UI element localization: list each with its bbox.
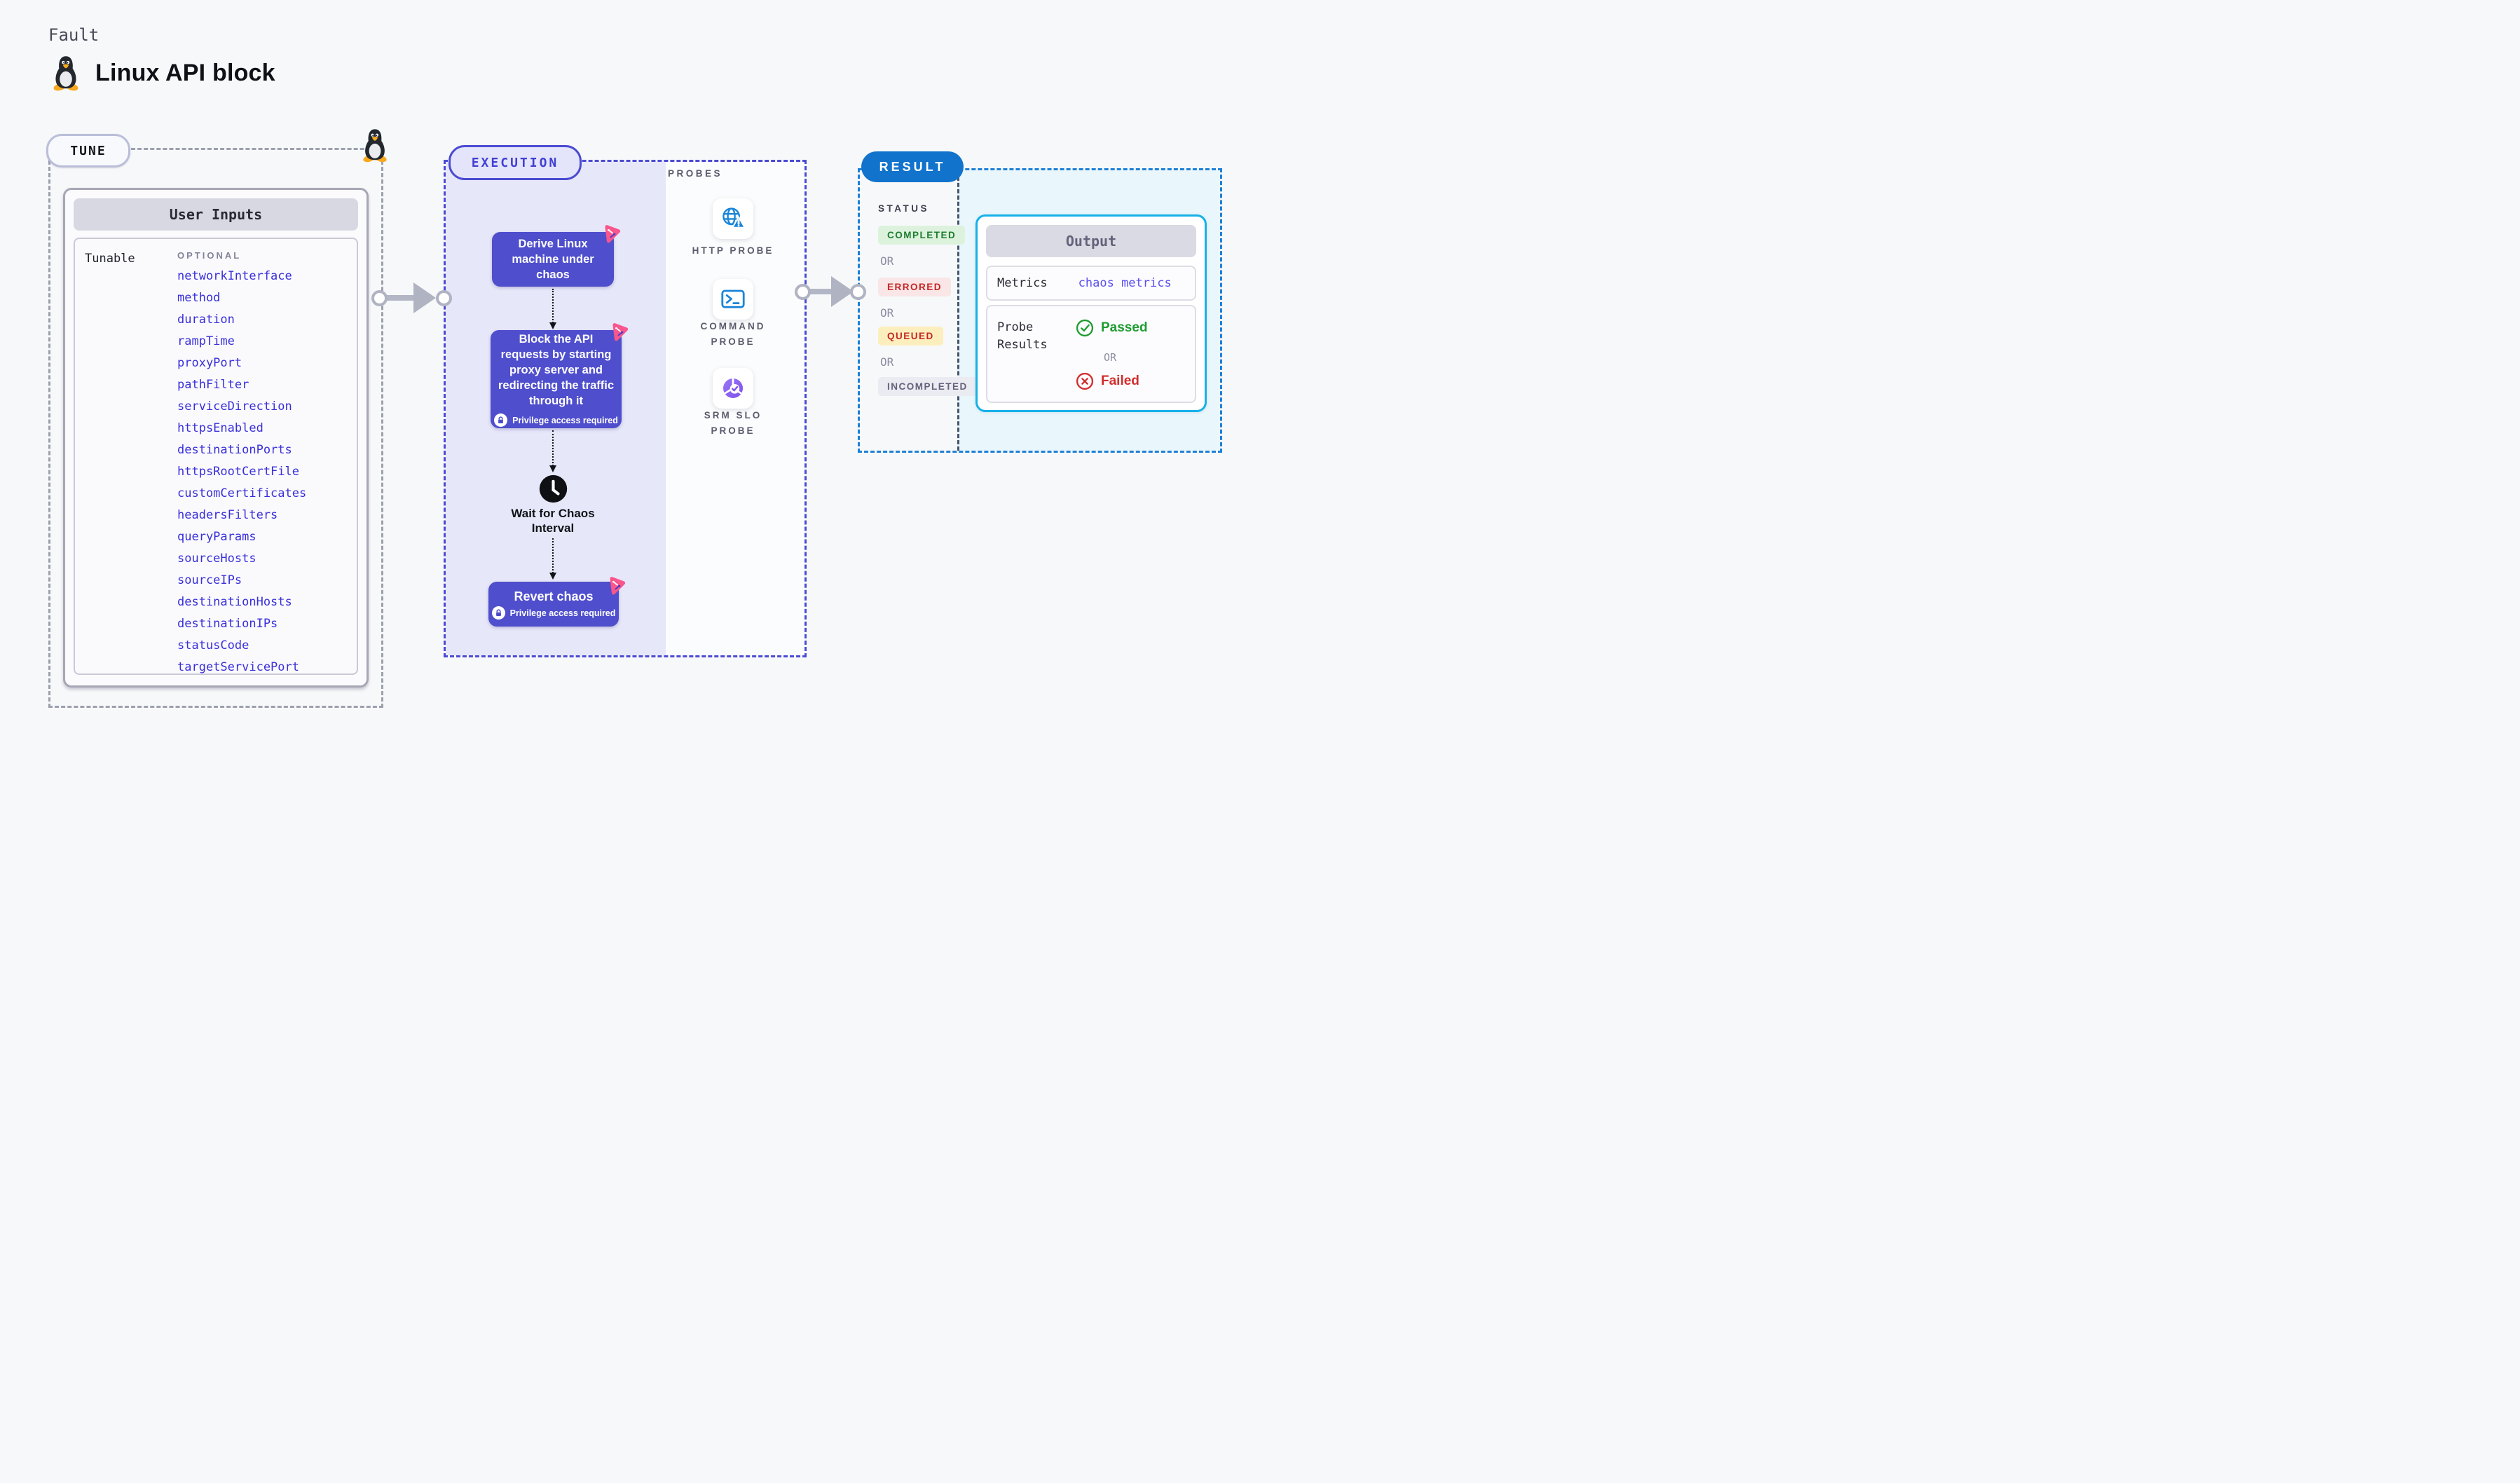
tune-pill: TUNE xyxy=(46,134,130,168)
output-header: Output xyxy=(986,225,1196,257)
param-headersFilters: headersFilters xyxy=(177,508,278,522)
param-sourceIPs: sourceIPs xyxy=(177,573,242,587)
arrowhead-icon xyxy=(831,276,854,307)
privilege-badge: Privilege access required xyxy=(494,414,618,427)
fault-kicker: Fault xyxy=(48,25,100,45)
privilege-label: Privilege access required xyxy=(509,608,616,618)
user-inputs-header: User Inputs xyxy=(74,198,358,231)
or-separator: OR xyxy=(880,254,894,268)
param-proxyPort: proxyPort xyxy=(177,356,242,370)
status-badge-errored: ERRORED xyxy=(878,278,952,296)
status-badge-queued: QUEUED xyxy=(878,327,943,346)
metrics-value: chaos metrics xyxy=(1078,276,1172,290)
flow-connector xyxy=(549,289,556,329)
metrics-label: Metrics xyxy=(997,276,1048,290)
chaos-logo-icon xyxy=(610,577,626,595)
tune-label: TUNE xyxy=(70,143,107,158)
chaos-logo-icon xyxy=(605,225,621,243)
check-circle-icon xyxy=(1076,319,1094,337)
chaos-logo-icon xyxy=(612,323,629,341)
probe-srm-tile xyxy=(713,368,753,409)
arrow-line xyxy=(807,289,835,294)
optional-label: OPTIONAL xyxy=(177,250,242,261)
param-networkInterface: networkInterface xyxy=(177,269,292,283)
param-queryParams: queryParams xyxy=(177,530,256,544)
connector-circle xyxy=(850,284,866,300)
param-statusCode: statusCode xyxy=(177,638,249,652)
arrowhead-icon xyxy=(413,282,436,313)
result-label: RESULT xyxy=(879,159,946,174)
user-inputs-card: User Inputs Tunable OPTIONAL networkInte… xyxy=(63,188,369,688)
passed-label: Passed xyxy=(1101,320,1148,335)
param-targetServicePort: targetServicePort xyxy=(177,660,299,674)
param-customCertificates: customCertificates xyxy=(177,486,307,500)
execution-pill: EXECUTION xyxy=(448,145,582,180)
or-separator: OR xyxy=(1104,351,1117,364)
probes-panel xyxy=(666,162,804,655)
tux-icon-small xyxy=(363,129,387,163)
terminal-icon xyxy=(721,289,745,308)
param-pathFilter: pathFilter xyxy=(177,378,249,392)
probe-command-tile xyxy=(713,279,753,320)
param-serviceDirection: serviceDirection xyxy=(177,399,292,414)
tunable-label: Tunable xyxy=(85,252,135,266)
param-sourceHosts: sourceHosts xyxy=(177,552,256,566)
result-pill: RESULT xyxy=(861,151,964,182)
page-title: Linux API block xyxy=(95,59,275,86)
or-separator: OR xyxy=(880,355,894,369)
param-httpsRootCertFile: httpsRootCertFile xyxy=(177,465,299,479)
param-destinationPorts: destinationPorts xyxy=(177,443,292,457)
probes-label: PROBES xyxy=(668,168,723,179)
probe-http-label: HTTP PROBE xyxy=(692,245,774,256)
status-badge-incompleted: INCOMPLETED xyxy=(878,377,977,396)
param-duration: duration xyxy=(177,313,235,327)
execution-label: EXECUTION xyxy=(471,155,559,170)
step-label: Revert chaos xyxy=(514,589,594,603)
user-inputs-panel: Tunable OPTIONAL networkInterface method… xyxy=(74,238,358,675)
step-revert-chaos: Revert chaos Privilege access required xyxy=(488,577,626,627)
step-label: Block the API requests by starting proxy… xyxy=(498,333,615,407)
failed-label: Failed xyxy=(1101,374,1139,388)
flow-connector xyxy=(549,538,556,580)
param-method: method xyxy=(177,291,221,305)
param-httpsEnabled: httpsEnabled xyxy=(177,421,263,435)
passed-row: Passed xyxy=(1076,319,1148,337)
privilege-label: Privilege access required xyxy=(512,415,618,425)
clock-icon xyxy=(539,474,568,503)
step-label: Derive Linux machine under chaos xyxy=(512,238,594,281)
page-title-row: Linux API block xyxy=(50,55,275,91)
lock-icon xyxy=(494,414,508,427)
privilege-badge: Privilege access required xyxy=(491,606,616,620)
diagram-canvas: Fault Linux API block TUNE User Inputs T… xyxy=(0,0,1260,742)
param-destinationHosts: destinationHosts xyxy=(177,595,292,609)
param-destinationIPs: destinationIPs xyxy=(177,617,278,631)
metrics-row: Metrics chaos metrics xyxy=(986,266,1196,301)
wait-interval-label: Wait for Chaos Interval xyxy=(511,507,595,535)
connector-circle xyxy=(795,284,811,300)
step-derive-machine: Derive Linux machine under chaos xyxy=(492,225,621,287)
step-block-api: Block the API requests by starting proxy… xyxy=(491,323,629,428)
slo-gauge-icon xyxy=(723,377,743,398)
x-circle-icon xyxy=(1076,372,1094,390)
arrow-line xyxy=(384,295,416,301)
lock-icon xyxy=(491,606,505,620)
params-list: networkInterface method duration rampTim… xyxy=(177,266,306,678)
tune-section-border xyxy=(48,148,383,708)
probe-results-label: Probe Results xyxy=(997,320,1048,352)
connector-circle xyxy=(371,290,388,306)
status-badge-completed: COMPLETED xyxy=(878,226,966,245)
probe-srm-label: SRM SLO PROBE xyxy=(704,410,762,436)
globe-alert-icon xyxy=(723,207,746,228)
output-card: Output Metrics chaos metrics Probe Resul… xyxy=(975,214,1207,412)
flow-connector xyxy=(549,430,556,472)
param-rampTime: rampTime xyxy=(177,334,235,348)
status-label: STATUS xyxy=(878,203,929,214)
connector-circle xyxy=(436,290,452,306)
failed-row: Failed xyxy=(1076,372,1139,390)
probe-http-tile xyxy=(713,198,753,239)
probe-command-label: COMMAND PROBE xyxy=(700,321,766,347)
or-separator: OR xyxy=(880,306,894,320)
tux-icon xyxy=(53,56,78,91)
probe-results-row: Probe Results Passed OR F xyxy=(986,305,1196,403)
